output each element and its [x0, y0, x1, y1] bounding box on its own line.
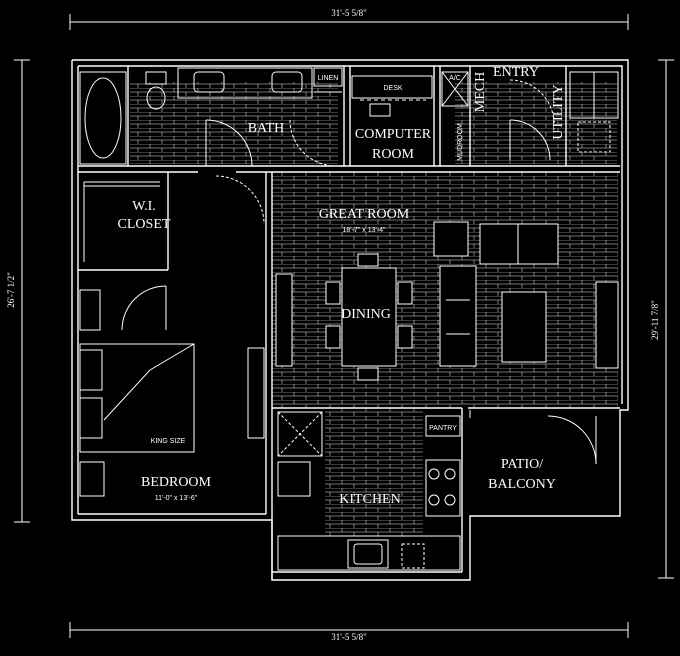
- label-ac: A/C: [449, 75, 461, 82]
- label-bedroom-size: 11'-0" x 13'-6": [155, 495, 198, 502]
- room-labels: BATH LINEN COMPUTER ROOM DESK ENTRY MECH…: [118, 65, 566, 507]
- label-wi-closet-1: W.I.: [132, 199, 156, 214]
- label-bath: BATH: [248, 121, 285, 136]
- label-great-room: GREAT ROOM: [319, 207, 410, 222]
- label-computer-room-1: COMPUTER: [355, 127, 432, 142]
- walls: [71, 59, 629, 581]
- label-wi-closet-2: CLOSET: [118, 217, 171, 232]
- label-bedroom: BEDROOM: [141, 475, 212, 490]
- label-great-room-size: 18'-7" x 13'-4": [342, 227, 386, 234]
- label-mudroom: MUDROOM: [457, 123, 464, 161]
- great-room-furniture: [275, 221, 619, 381]
- label-computer-room-2: ROOM: [372, 147, 415, 162]
- label-utility: UTILITY: [551, 84, 566, 139]
- label-linen: LINEN: [318, 75, 339, 82]
- dimension-labels: 31'-5 5/8" 31'-5 5/8" 26'-7 1/2" 29'-11 …: [6, 8, 660, 642]
- dimension-top: 31'-5 5/8": [331, 8, 367, 18]
- bath-fixtures: [79, 67, 343, 167]
- floor-fills: [130, 82, 618, 548]
- label-pantry: PANTRY: [429, 425, 457, 432]
- entry-fixtures: [441, 71, 619, 161]
- label-king-size: KING SIZE: [151, 438, 186, 445]
- patio-fixtures: [469, 410, 597, 465]
- label-kitchen: KITCHEN: [339, 492, 400, 507]
- dimension-lines: [14, 14, 674, 638]
- kitchen-fixtures: [277, 411, 461, 571]
- bedroom-fixtures: [79, 175, 265, 497]
- label-dining: DINING: [341, 307, 391, 322]
- label-entry: ENTRY: [493, 65, 539, 80]
- dimension-right: 29'-11 7/8": [650, 300, 660, 340]
- label-desk: DESK: [383, 85, 402, 92]
- dimension-left: 26'-7 1/2": [6, 272, 16, 308]
- label-mech: MECH: [473, 72, 488, 112]
- dimension-bottom: 31'-5 5/8": [331, 632, 367, 642]
- label-patio-1: PATIO/: [501, 457, 543, 472]
- label-patio-2: BALCONY: [488, 477, 556, 492]
- computer-room-fixtures: [351, 75, 433, 117]
